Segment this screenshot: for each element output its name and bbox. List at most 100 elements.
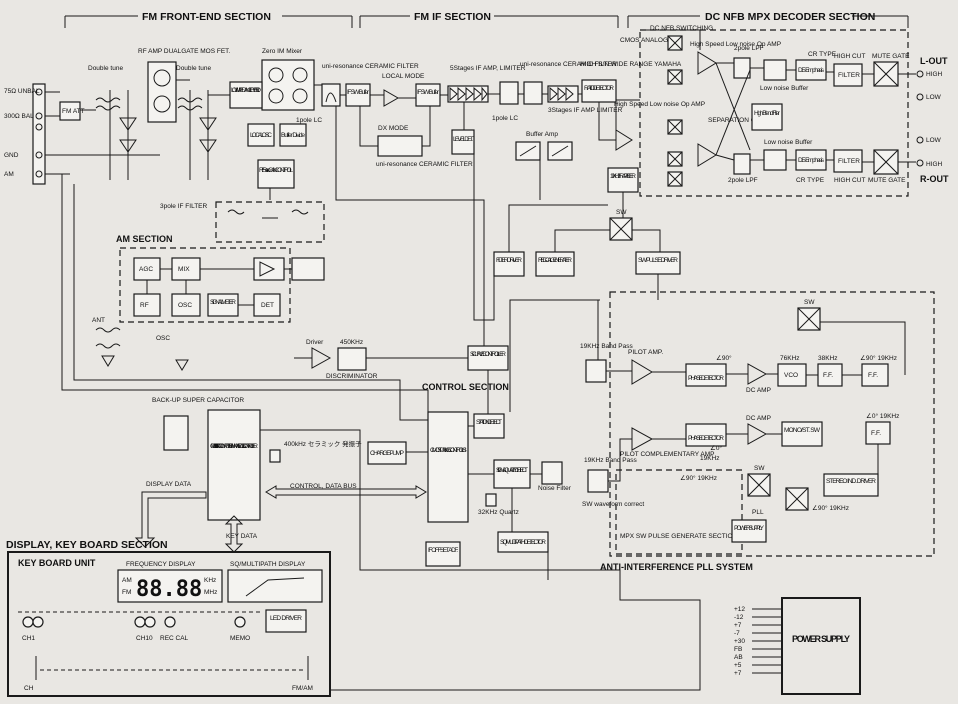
memo-key-label: MEMO <box>230 635 250 642</box>
driver-amp <box>311 347 332 369</box>
mpx-sw-pulse-label: MPX SW PULSE GENERATE SECTION <box>620 533 738 540</box>
rf-servo-block <box>257 159 295 189</box>
khz-indicator: KHz <box>204 577 216 584</box>
dc-amp-label-1: DC AMP <box>746 387 771 394</box>
control-bus-label: CONTROL, DATA BUS <box>290 483 357 490</box>
two-pole-lpf-label-2: 2pole LPF <box>728 177 758 184</box>
pilot-amp-label: PILOT AMP. <box>628 349 663 356</box>
display-data-arrow <box>134 491 207 548</box>
khz450-label: 450KHz <box>340 339 363 346</box>
power-supply-block <box>781 597 861 695</box>
input-75-unbal: 75Ω UNBAL <box>4 88 40 95</box>
power-supply-small-block <box>731 519 767 543</box>
cr-type-label-2: CR TYPE <box>796 177 825 184</box>
one-pole-lc-label-1: 1pole LC <box>296 117 322 124</box>
control-data-bus-arrow <box>265 485 427 499</box>
level-det-label: LEVEL DET. <box>453 136 474 143</box>
band-pass-label-2: 19KHz Band Pass <box>584 457 638 464</box>
low-impedance-hybrid <box>229 81 263 109</box>
microcomputer-block <box>207 409 261 521</box>
backup-capacitor <box>163 415 189 451</box>
am-if-filter-box <box>215 201 325 243</box>
filter-1 <box>833 63 863 87</box>
backup-capacitor-label: BACK-UP SUPER CAPACITOR <box>152 397 244 404</box>
fm-indicator: FM <box>122 589 131 596</box>
cmos-analog-switches <box>667 35 683 187</box>
interconnect-wires <box>61 29 906 691</box>
am-section-box <box>119 247 291 323</box>
osc-label: OSC <box>178 302 192 309</box>
power-supply-label: POWER SUPPLY <box>792 634 850 644</box>
rec-cal-key[interactable]: REC CAL <box>160 616 189 642</box>
de-emphasis-label-2: DE-Emphasis <box>798 157 825 164</box>
rail-7: +5 <box>734 662 742 669</box>
ff-label-3: F.F. <box>871 430 881 437</box>
zero-im-mixer-label: Zero IM Mixer <box>262 48 303 55</box>
sw-pulse-driver-label: SW PULSE DRIVER <box>638 257 678 264</box>
led-driver-label: LED DRIVER <box>270 615 302 622</box>
ceramic-filter-1 <box>321 83 341 107</box>
front-end-tuning-coils <box>95 90 217 180</box>
ceramic-filter-label-2: uni-resonance CERAMIC FILTER <box>376 161 473 168</box>
keyboard-unit-title: KEY BOARD UNIT <box>18 558 96 568</box>
fm-am-key-label: FM/AM <box>292 685 313 692</box>
ant-label: ANT <box>92 317 105 324</box>
ch1-key[interactable]: CH1 <box>22 616 44 642</box>
dc-amp-2 <box>747 423 768 445</box>
osc-small-label: OSC <box>156 335 170 342</box>
ch10-key[interactable]: CH10 <box>134 616 156 642</box>
r-low-label: LOW <box>926 137 942 144</box>
if-offset-label: IF OFFSET ADF. <box>428 547 458 554</box>
display-data-label: DISPLAY DATA <box>146 481 192 488</box>
microcomputer-label: C-MOS 4 BIT MICRO-COMPUTER YAHAMA NEW CS… <box>210 443 258 450</box>
rf-label: RF <box>140 302 149 309</box>
sq-multipath-display <box>227 569 323 603</box>
rf-amp-label: RF AMP DUALGATE MOS FET. <box>138 48 230 55</box>
control-section-label: CONTROL SECTION <box>422 382 509 392</box>
rec-cal-key-label: REC CAL <box>160 635 189 642</box>
frequency-display <box>117 569 223 603</box>
key-data-label: KEY DATA <box>226 533 258 540</box>
signal-meter-label: SIGNAL METER <box>210 299 236 306</box>
fm-frontend-title: FM FRONT-END SECTION <box>142 11 271 23</box>
rail-4: +30 <box>734 638 745 645</box>
charge-pump-block <box>367 441 407 465</box>
mono-st-sw-block <box>781 421 823 447</box>
two-pole-lpf-label-1: 2pole LPF <box>734 45 764 52</box>
zero-im-mixer <box>261 59 315 111</box>
one-pole-lc-label-2: 1pole LC <box>492 115 518 122</box>
l-low-label: LOW <box>926 94 942 101</box>
phase-det-label-1: PHASE DETECTOR <box>688 375 724 382</box>
high-cut-label-1: HIGH CUT <box>834 53 865 60</box>
station-detect-label: STATION DETECT <box>476 419 502 426</box>
discriminator-block <box>337 347 367 371</box>
phase-detector-2 <box>685 423 727 447</box>
rec-cal-generator-block <box>535 251 575 277</box>
high-cut-label-2: HIGH CUT <box>834 177 865 184</box>
ff-label-2: F.F. <box>868 372 878 379</box>
memo-key[interactable]: MEMO <box>230 616 250 642</box>
input-300-bal: 300Ω BAL <box>4 113 34 120</box>
fm-if-title: FM IF SECTION <box>414 11 491 23</box>
am-section-label: AM SECTION <box>116 234 173 244</box>
high-sn-label: HIGH S/N WIDE RANGE YAMAHA <box>580 61 682 68</box>
local-osc-label: LOCAL OSC <box>250 132 272 139</box>
if-amp-am <box>253 257 285 281</box>
discriminator-label: DISCRIMINATOR <box>326 373 378 380</box>
ratio-detector-label: RATIO DETECTOR <box>584 85 614 92</box>
driver-label: Driver <box>306 339 324 346</box>
trap-filter-label: 19KHz TRAP FILTER <box>610 173 636 180</box>
mono-st-label: MONO/ST. SW <box>784 427 821 434</box>
quartz-label: 32KHz Quartz <box>478 509 519 516</box>
pll-label: PLL <box>752 509 764 516</box>
fm-att-label: FM ATT <box>62 108 85 115</box>
dc-nfb-title: DC NFB MPX DECODER SECTION <box>705 11 875 23</box>
ceramic-filter-2 <box>499 81 519 105</box>
buffer-divide-block <box>279 123 307 147</box>
s-curve-block <box>467 345 509 371</box>
mix-label: MIX <box>178 266 190 273</box>
input-am: AM <box>4 171 14 178</box>
pll-section-box <box>609 291 935 557</box>
rec-cal-label: REC-CAL GENERATER <box>538 257 572 264</box>
de-emphasis-label-1: DE-Emphasis <box>798 67 825 74</box>
